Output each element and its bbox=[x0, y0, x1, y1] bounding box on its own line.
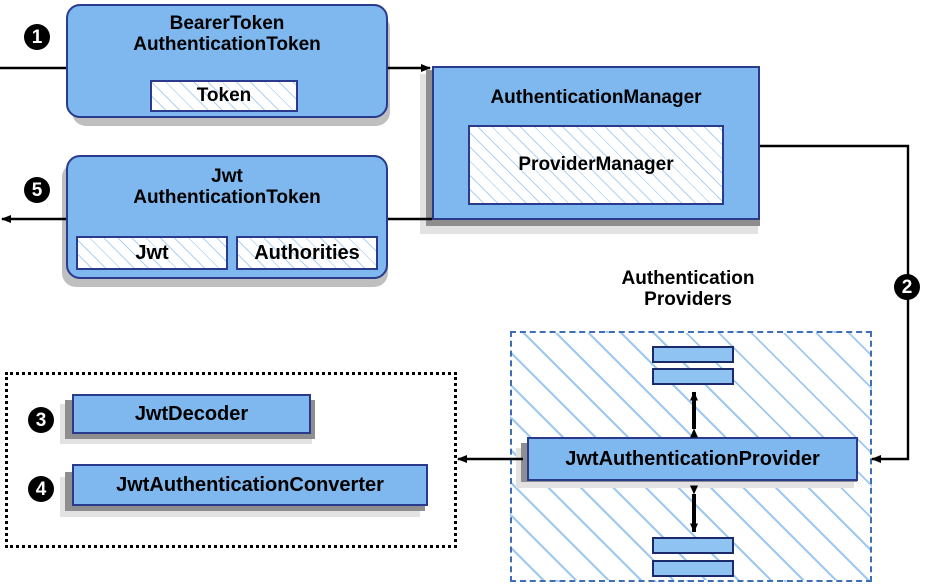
bearer-token-title-line2: AuthenticationToken bbox=[133, 33, 321, 55]
jwt-inner-label: Jwt bbox=[135, 241, 169, 264]
jwt-support-region bbox=[5, 372, 457, 548]
bearer-token-title: BearerToken AuthenticationToken bbox=[68, 13, 386, 55]
step-badge-1: 1 bbox=[24, 24, 50, 50]
step-badge-2: 2 bbox=[894, 274, 920, 300]
jwt-authentication-token-title-line2: AuthenticationToken bbox=[133, 186, 321, 208]
other-provider-bar-bottom-2 bbox=[652, 560, 734, 577]
provider-manager-label: ProviderManager bbox=[518, 154, 674, 175]
jwt-authentication-converter[interactable]: JwtAuthenticationConverter bbox=[72, 464, 428, 506]
jwt-authentication-provider[interactable]: JwtAuthenticationProvider bbox=[527, 437, 858, 481]
authorities-inner-label: Authorities bbox=[254, 241, 360, 264]
step-badge-5-label: 5 bbox=[31, 179, 43, 201]
step-badge-5: 5 bbox=[24, 177, 50, 203]
step-badge-3-label: 3 bbox=[35, 409, 47, 431]
other-provider-bar-top-2 bbox=[652, 368, 734, 385]
token-inner-box: Token bbox=[150, 80, 298, 112]
authentication-providers-label-line2: Providers bbox=[644, 289, 732, 311]
other-provider-bar-bottom-1 bbox=[652, 537, 734, 554]
step-badge-4: 4 bbox=[28, 476, 54, 502]
jwt-authentication-provider-title: JwtAuthenticationProvider bbox=[565, 447, 820, 470]
jwt-decoder[interactable]: JwtDecoder bbox=[72, 394, 311, 434]
other-provider-bar-top-1 bbox=[652, 346, 734, 363]
token-inner-label: Token bbox=[196, 85, 252, 106]
step-badge-1-label: 1 bbox=[31, 26, 43, 48]
jwt-authentication-token-title-line1: Jwt bbox=[211, 166, 243, 187]
step-badge-3: 3 bbox=[28, 407, 54, 433]
jwt-decoder-title: JwtDecoder bbox=[134, 402, 249, 425]
step-badge-4-label: 4 bbox=[35, 478, 47, 500]
authorities-inner-box: Authorities bbox=[236, 236, 378, 270]
authentication-providers-label: Authentication Providers bbox=[588, 268, 788, 311]
step-badge-2-label: 2 bbox=[901, 276, 913, 298]
provider-manager-inner-box: ProviderManager bbox=[468, 125, 724, 205]
jwt-authentication-token-title: Jwt AuthenticationToken bbox=[68, 166, 386, 208]
bearer-token-title-line1: BearerToken bbox=[169, 13, 285, 34]
authentication-manager-title: AuthenticationManager bbox=[490, 87, 702, 108]
jwt-inner-box: Jwt bbox=[76, 236, 228, 270]
jwt-authentication-converter-title: JwtAuthenticationConverter bbox=[116, 473, 384, 496]
authentication-providers-label-line1: Authentication bbox=[621, 268, 755, 289]
